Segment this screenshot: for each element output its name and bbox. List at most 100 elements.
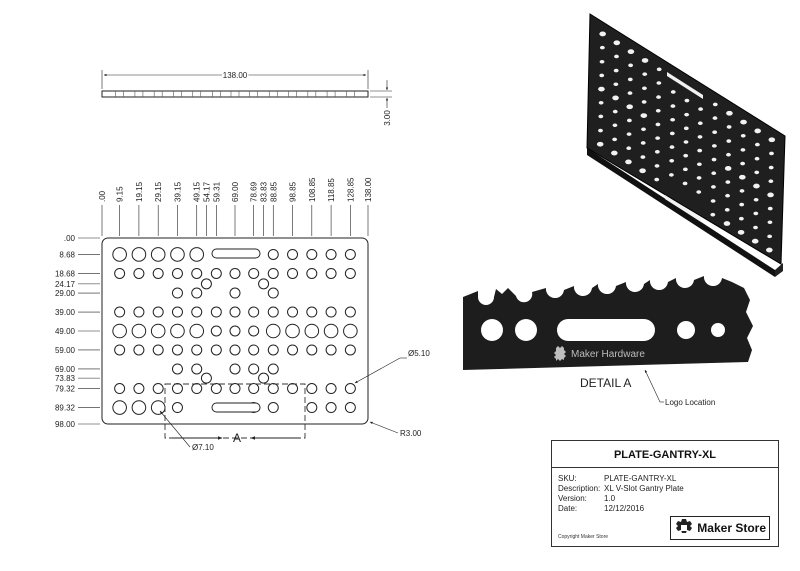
iso-hole — [642, 86, 647, 91]
iso-hole — [654, 177, 660, 182]
hole — [306, 344, 318, 356]
gear-icon — [676, 519, 693, 533]
section-letter: A — [233, 431, 241, 445]
iso-hole — [612, 95, 619, 101]
hole — [210, 325, 222, 337]
large-hole-callout: Ø7.10 — [192, 443, 214, 452]
hole-pattern — [112, 247, 358, 415]
iso-hole — [627, 49, 635, 55]
hole — [267, 306, 279, 318]
iso-hole — [767, 206, 773, 211]
hole — [189, 247, 205, 262]
hole — [152, 344, 164, 356]
iso-hole — [598, 100, 604, 105]
version-value: 1.0 — [604, 494, 616, 503]
iso-hole — [768, 179, 774, 184]
hole — [191, 383, 203, 395]
brand-name: Maker Store — [697, 521, 766, 535]
iso-hole — [710, 212, 716, 217]
hole — [248, 267, 260, 279]
iso-hole — [614, 54, 619, 59]
iso-hole — [769, 151, 774, 156]
iso-hole — [682, 181, 688, 186]
x-dim-label: .00 — [98, 190, 107, 202]
iso-hole — [726, 110, 733, 116]
iso-hole — [753, 225, 758, 230]
iso-hole — [668, 173, 674, 177]
iso-hole — [711, 185, 716, 189]
width-dim-label: 138.00 — [223, 71, 248, 80]
iso-hole — [726, 152, 731, 157]
hole — [171, 306, 183, 318]
iso-hole — [670, 104, 676, 108]
x-dim-label: 118.85 — [327, 178, 336, 202]
iso-hole — [683, 140, 689, 144]
iso-hole — [627, 91, 633, 95]
x-dim-label: 59.31 — [212, 181, 221, 202]
hole — [323, 323, 339, 339]
iso-hole — [670, 90, 676, 94]
iso-hole — [655, 136, 661, 140]
detail-label: DETAIL A — [580, 376, 631, 390]
hole — [191, 267, 203, 279]
iso-hole — [669, 158, 675, 163]
y-dim-label: .00 — [64, 234, 76, 243]
small-hole-callout: Ø5.10 — [408, 349, 430, 358]
hole — [267, 248, 279, 260]
iso-slot-top — [667, 72, 703, 99]
hole — [189, 323, 205, 339]
hole — [248, 325, 260, 337]
iso-hole — [739, 202, 745, 207]
iso-hole — [641, 100, 647, 104]
iso-hole-pattern — [596, 31, 776, 253]
hole — [267, 287, 279, 299]
iso-hole — [696, 190, 702, 194]
iso-hole — [655, 122, 661, 127]
top-view: 138.00 3.00 — [101, 70, 392, 126]
iso-hole — [697, 148, 703, 153]
iso-hole — [628, 63, 634, 68]
hole — [248, 306, 260, 318]
x-dim-label: 98.85 — [289, 181, 298, 202]
thickness-dim-label: 3.00 — [383, 110, 392, 126]
x-dim-label: 78.69 — [250, 181, 259, 202]
hole — [150, 400, 166, 415]
hole — [343, 323, 358, 339]
hole — [248, 383, 260, 395]
hole — [306, 306, 318, 318]
iso-hole — [599, 73, 605, 78]
hole — [325, 306, 337, 318]
hole — [171, 344, 183, 356]
iso-hole — [598, 86, 605, 92]
hole — [112, 400, 127, 415]
y-dim-label: 24.17 — [55, 280, 76, 289]
hole — [325, 383, 337, 395]
iso-hole — [599, 31, 606, 37]
iso-hole — [725, 180, 731, 184]
iso-hole — [751, 238, 759, 244]
iso-hole — [656, 67, 662, 72]
hole — [325, 402, 337, 414]
hole — [287, 383, 299, 395]
x-dim-label: 54.17 — [202, 181, 211, 202]
iso-hole — [596, 141, 604, 147]
iso-hole — [726, 125, 732, 129]
hole — [287, 248, 299, 260]
iso-hole — [698, 107, 704, 111]
iso-hole — [696, 162, 702, 167]
leader-radius — [369, 421, 399, 434]
iso-hole — [640, 141, 646, 145]
iso-slot-bottom — [665, 195, 701, 222]
iso-hole — [642, 72, 648, 76]
hole — [344, 306, 356, 318]
iso-hole — [626, 146, 632, 151]
detail-a-boundary — [164, 383, 306, 439]
iso-hole — [684, 112, 690, 117]
hole — [152, 306, 164, 318]
hole — [306, 248, 318, 260]
hole — [210, 344, 222, 356]
hole — [114, 306, 126, 318]
hole — [191, 306, 203, 318]
hole — [265, 323, 281, 339]
